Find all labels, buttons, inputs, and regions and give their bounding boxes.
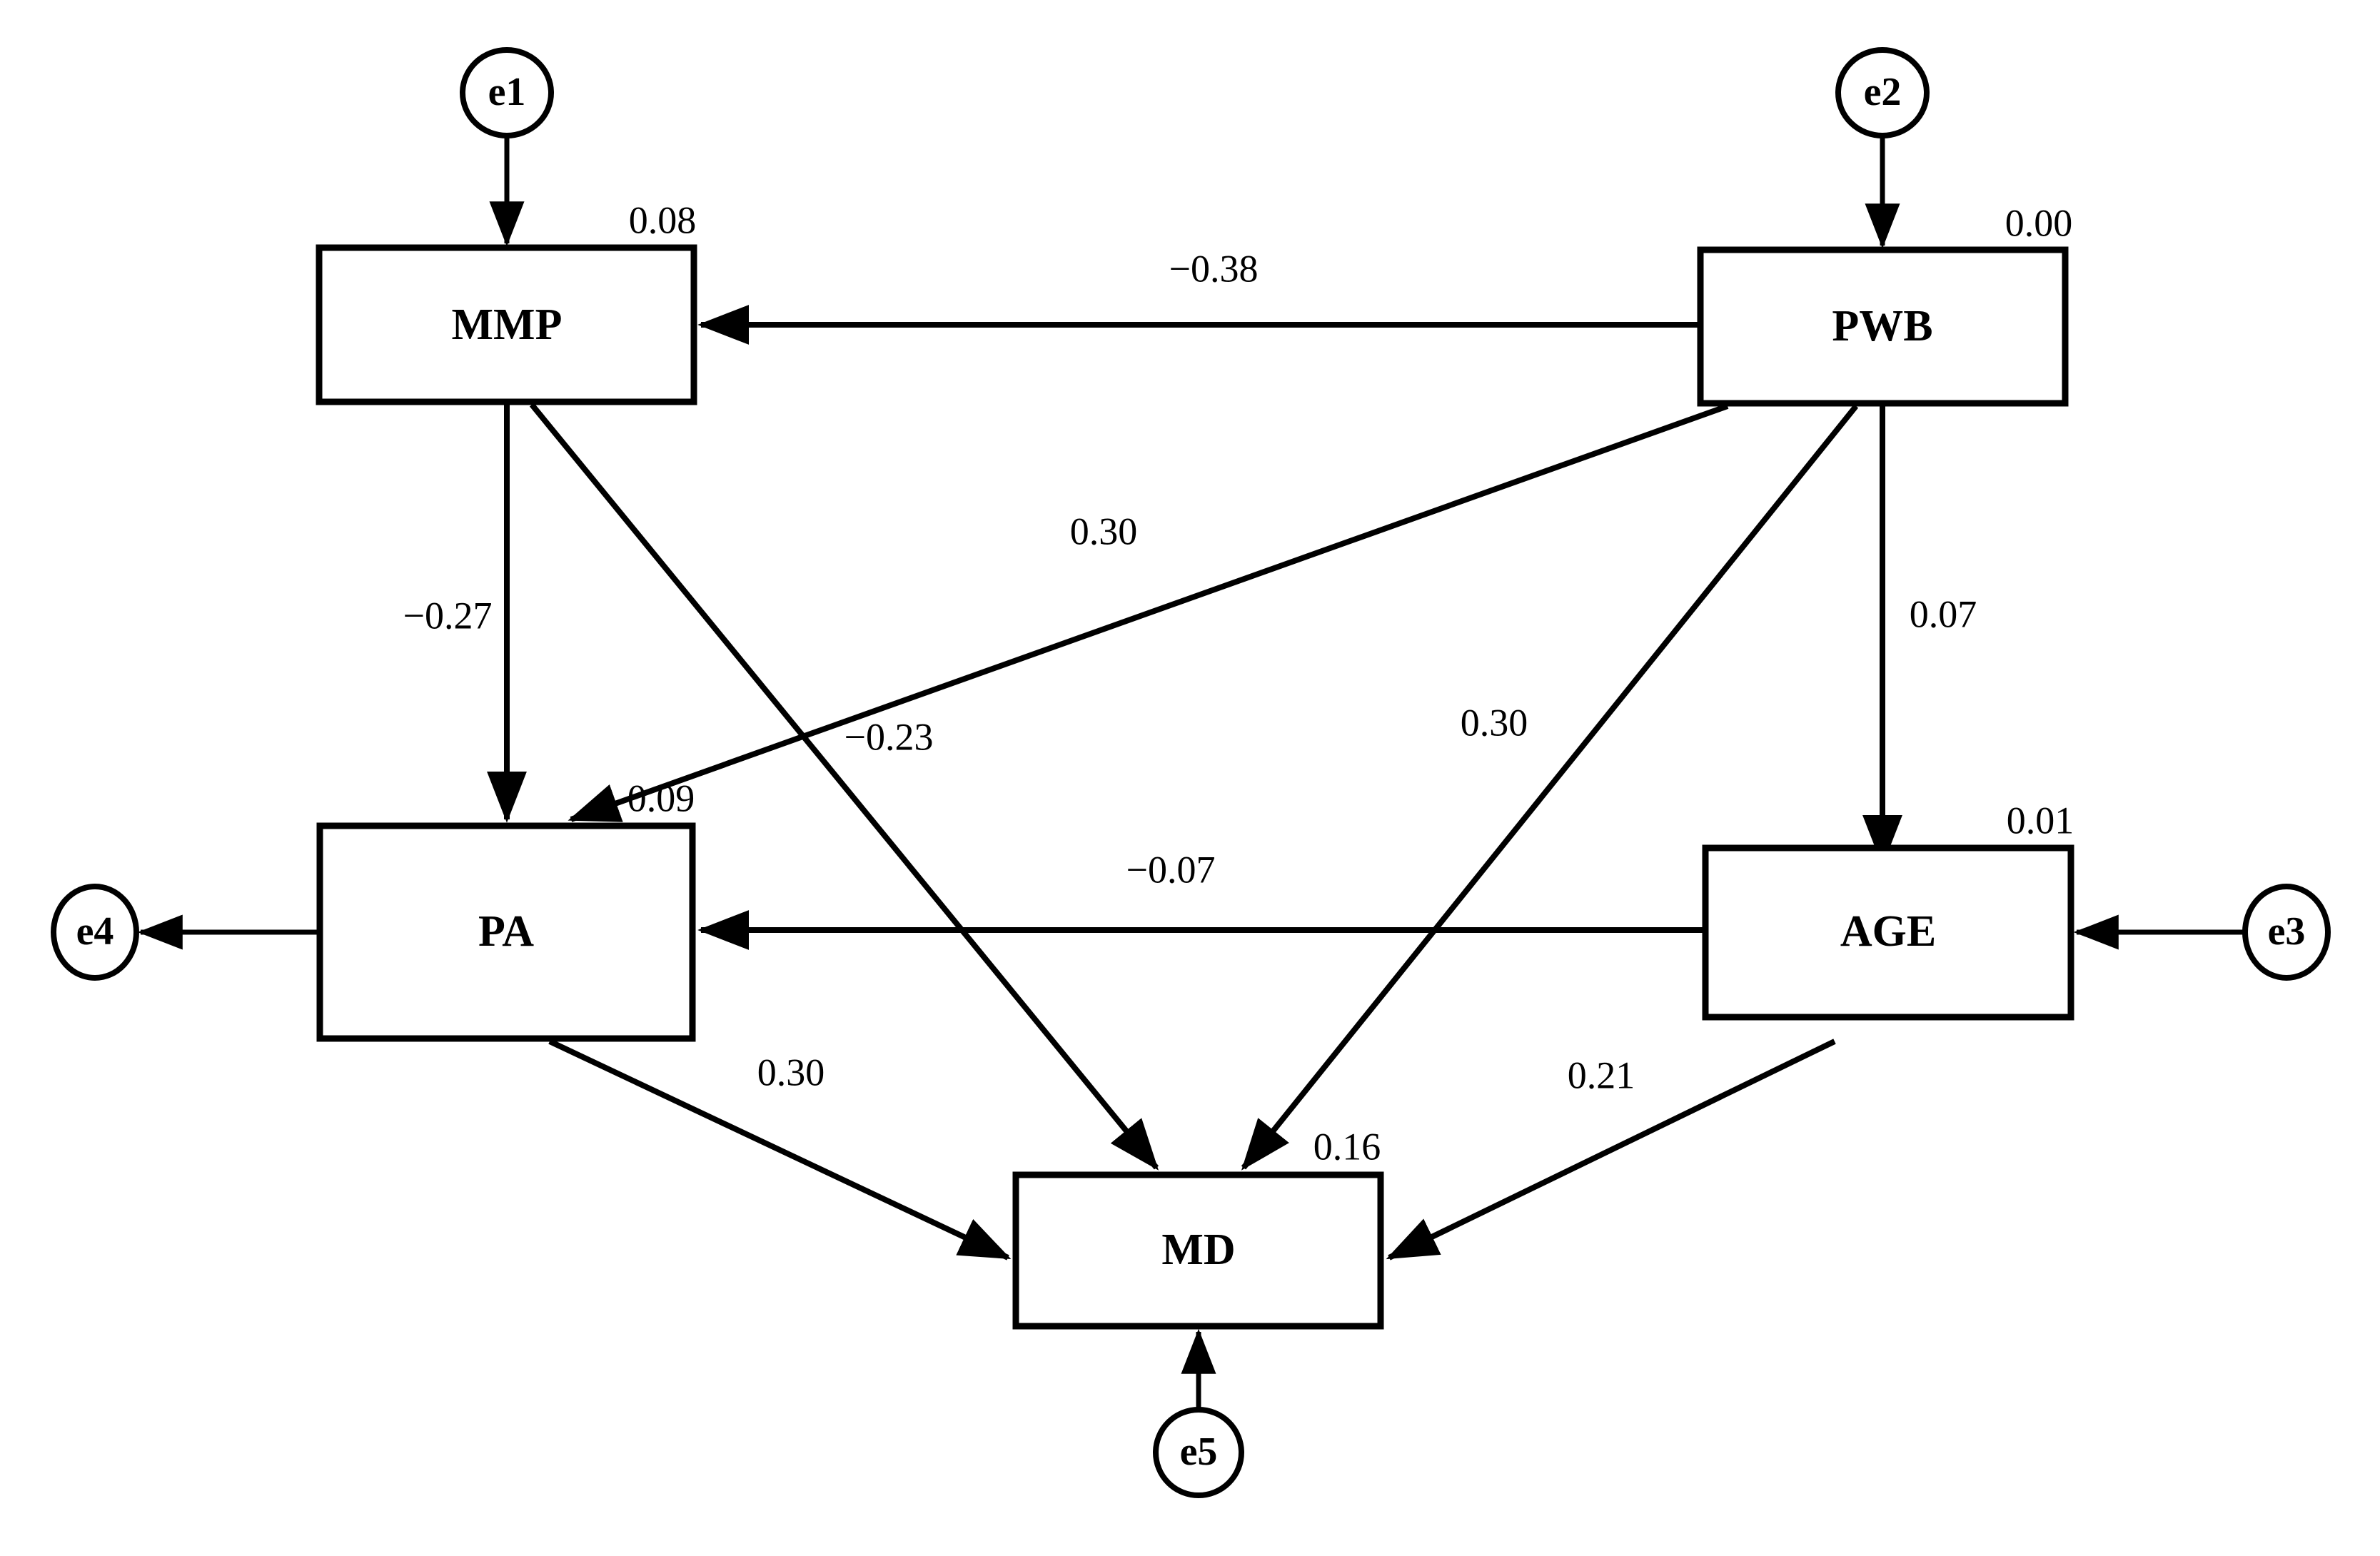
- node-pwb-label: PWB: [1832, 302, 1932, 350]
- node-mmp[interactable]: MMP: [316, 244, 697, 405]
- error-e3-ellipse[interactable]: [2242, 884, 2331, 981]
- r2-label-mmp: 0.08: [629, 198, 697, 241]
- error-e5-label: e5: [1180, 1430, 1218, 1474]
- coef-label-pwb-age: 0.07: [1910, 592, 1977, 635]
- node-md[interactable]: MD: [1012, 1171, 1384, 1330]
- arrow-pwb-to-md: [1241, 404, 1859, 1171]
- coef-label-mmp-md: −0.23: [844, 715, 934, 758]
- node-age-label: AGE: [1840, 907, 1936, 956]
- error-node-e1[interactable]: e1: [460, 47, 554, 138]
- error-node-e5[interactable]: e5: [1153, 1407, 1244, 1498]
- r2-label-pa: 0.09: [627, 777, 695, 819]
- arrow-mmp-to-md: [529, 403, 1159, 1171]
- arrow-pwb-to-pa: [568, 403, 1729, 822]
- node-pwb-box[interactable]: [1697, 246, 2069, 407]
- error-e3-label: e3: [2268, 909, 2306, 954]
- node-md-box[interactable]: [1012, 1171, 1384, 1330]
- node-pa-box[interactable]: [316, 822, 696, 1042]
- coef-label-mmp-pa: −0.27: [403, 594, 493, 637]
- arrow-age-to-md: [1386, 1039, 1836, 1261]
- error-e2-label: e2: [1864, 70, 1902, 114]
- error-node-e4[interactable]: e4: [51, 884, 139, 981]
- error-e5-ellipse[interactable]: [1153, 1407, 1244, 1498]
- coef-label-pwb-pa: 0.30: [1070, 510, 1138, 552]
- node-age[interactable]: AGE: [1702, 844, 2074, 1021]
- node-age-box[interactable]: [1702, 844, 2074, 1021]
- coef-label-pwb-md: 0.30: [1461, 701, 1528, 744]
- error-node-e3[interactable]: e3: [2242, 884, 2331, 981]
- r2-label-pwb: 0.00: [2005, 201, 2073, 244]
- node-pwb[interactable]: PWB: [1697, 246, 2069, 407]
- error-node-e2[interactable]: e2: [1835, 47, 1930, 138]
- error-e4-ellipse[interactable]: [51, 884, 139, 981]
- coef-label-pa-md: 0.30: [757, 1051, 825, 1093]
- node-md-label: MD: [1161, 1226, 1235, 1274]
- r2-label-md: 0.16: [1313, 1125, 1381, 1168]
- coef-label-age-md: 0.21: [1568, 1054, 1635, 1096]
- node-pa[interactable]: PA: [316, 822, 696, 1042]
- node-pa-label: PA: [478, 907, 534, 956]
- node-mmp-label: MMP: [452, 300, 563, 349]
- error-e4-label: e4: [76, 909, 114, 954]
- coef-label-age-pa: −0.07: [1126, 848, 1216, 891]
- node-mmp-box[interactable]: [316, 244, 697, 405]
- error-e1-label: e1: [488, 70, 526, 114]
- arrow-pa-to-md: [548, 1039, 1012, 1261]
- r2-label-age: 0.01: [2007, 799, 2074, 842]
- error-e1-ellipse[interactable]: [460, 47, 554, 138]
- coef-label-pwb-mmp: −0.38: [1169, 247, 1259, 290]
- error-e2-ellipse[interactable]: [1835, 47, 1930, 138]
